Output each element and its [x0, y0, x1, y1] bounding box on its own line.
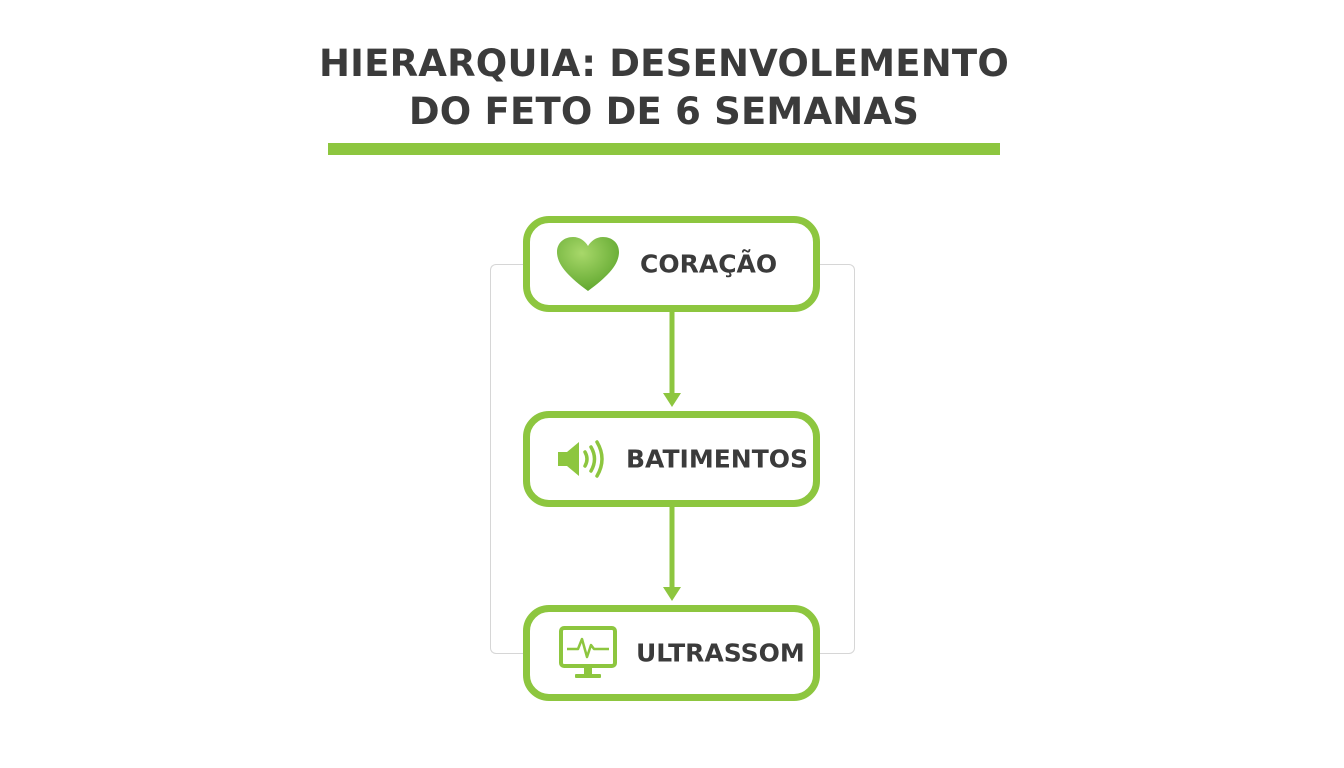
- monitor-heartbeat-icon: [559, 626, 617, 678]
- title-line-2: DO FETO DE 6 SEMANAS: [408, 90, 920, 133]
- heart-icon: [557, 237, 619, 291]
- node-label-coracao: CORAÇÃO: [640, 249, 778, 279]
- arrow-down-1: [663, 311, 681, 407]
- page-title: HIERARQUIA: DESENVOLEMENTO DO FETO DE 6 …: [0, 40, 1328, 136]
- arrow-down-2: [663, 505, 681, 601]
- speaker-icon: [558, 440, 604, 478]
- node-label-batimentos: BATIMENTOS: [626, 444, 809, 474]
- node-label-ultrassom: ULTRASSOM: [636, 638, 805, 668]
- side-connector-right: [820, 264, 855, 654]
- title-line-1: HIERARQUIA: DESENVOLEMENTO: [318, 42, 1009, 85]
- node-coracao: CORAÇÃO: [523, 216, 820, 312]
- title-underline: [328, 143, 1000, 155]
- node-ultrassom: ULTRASSOM: [523, 605, 820, 701]
- side-connector-left: [490, 264, 525, 654]
- node-batimentos: BATIMENTOS: [523, 411, 820, 507]
